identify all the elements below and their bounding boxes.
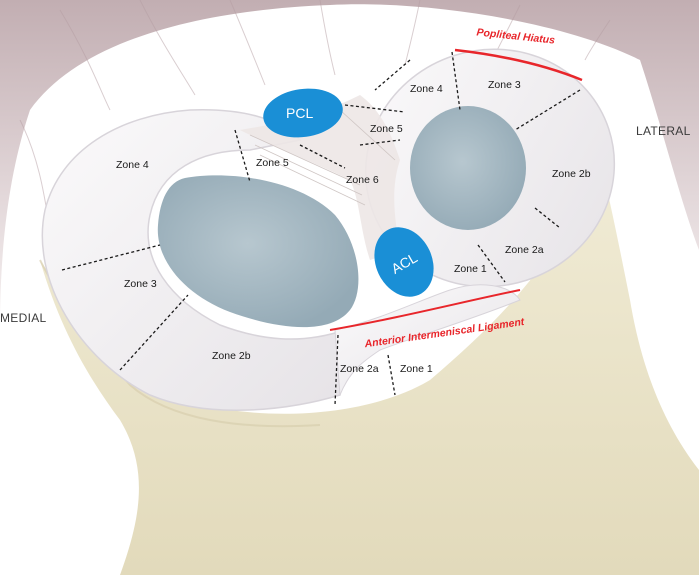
joint-capsule: [0, 0, 699, 330]
medial-zone-4: Zone 4: [116, 159, 149, 171]
anterior-horn: [334, 284, 521, 396]
lateral-zone-1: Zone 1: [454, 263, 487, 275]
pcl-label: PCL: [286, 105, 313, 121]
lateral-zone-2b: Zone 2b: [552, 168, 591, 180]
lateral-tibial-cartilage: [410, 106, 526, 230]
lateral-zone-6: Zone 6: [346, 174, 379, 186]
anterior-intermeniscal-line: [329, 289, 521, 331]
medial-zone-2a: Zone 2a: [340, 363, 379, 375]
lateral-zone-5: Zone 5: [370, 123, 403, 135]
tibial-plateau: [40, 160, 699, 575]
medial-zone-2b: Zone 2b: [212, 350, 251, 362]
pcl-badge: [263, 88, 343, 138]
lateral-zone-boundaries: [344, 51, 581, 283]
medial-meniscus: [41, 109, 346, 411]
lateral-zone-2a: Zone 2a: [505, 244, 544, 256]
popliteal-hiatus-label: Popliteal Hiatus: [476, 26, 556, 46]
medial-zone-1: Zone 1: [400, 363, 433, 375]
medial-zone-boundaries: [61, 129, 396, 406]
intercondylar-fibers: [240, 95, 400, 260]
acl-badge: [374, 227, 434, 297]
fiber-lines: [249, 109, 396, 206]
popliteal-hiatus-arc: [454, 48, 583, 82]
lateral-zone-3: Zone 3: [488, 79, 521, 91]
medial-zone-3: Zone 3: [124, 278, 157, 290]
lateral-zone-4: Zone 4: [410, 83, 443, 95]
lateral-label: LATERAL: [636, 124, 691, 138]
medial-zone-5: Zone 5: [256, 157, 289, 169]
medial-label: MEDIAL: [0, 311, 47, 325]
medial-tibial-cartilage: [157, 175, 359, 328]
